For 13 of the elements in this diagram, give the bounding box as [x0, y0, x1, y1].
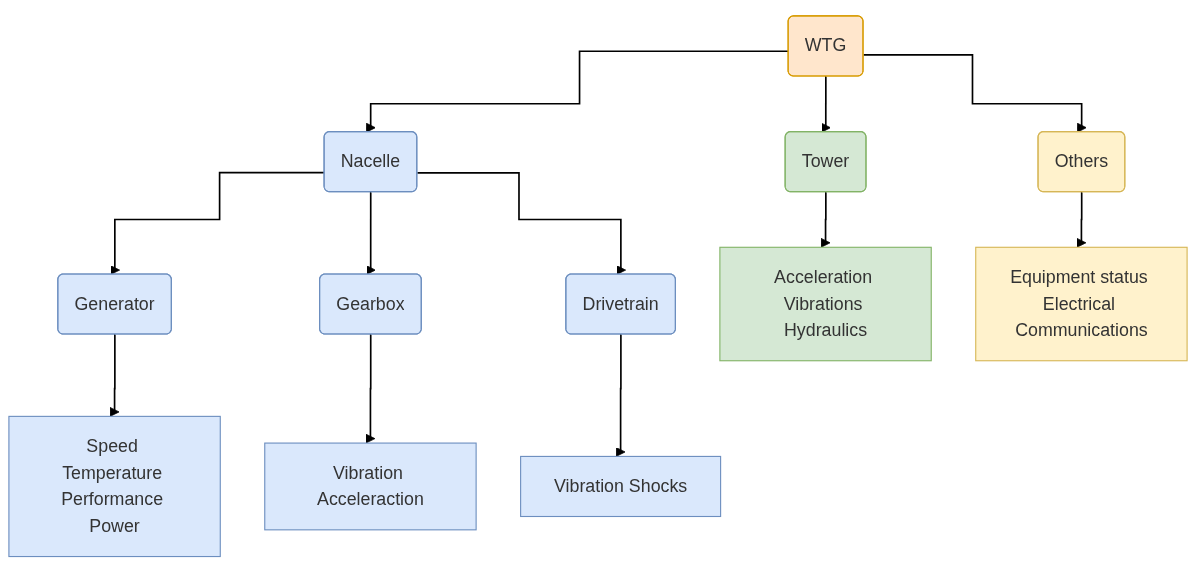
arrow — [821, 75, 831, 133]
arrow — [820, 191, 831, 248]
node-box: Equipment status Electrical Communications — [975, 247, 1188, 362]
arrow — [365, 334, 376, 444]
node-box: Vibration Acceleraction — [264, 442, 477, 531]
arrow — [1076, 191, 1087, 248]
node-box: Speed Temperature Performance Power — [8, 416, 221, 558]
arrow — [416, 172, 626, 276]
arrow — [366, 191, 376, 276]
arrow — [615, 334, 626, 458]
arrow — [109, 334, 120, 418]
node-box: Vibration Shocks — [520, 456, 722, 518]
node-box: Acceleration Vibrations Hydraulics — [719, 247, 932, 362]
